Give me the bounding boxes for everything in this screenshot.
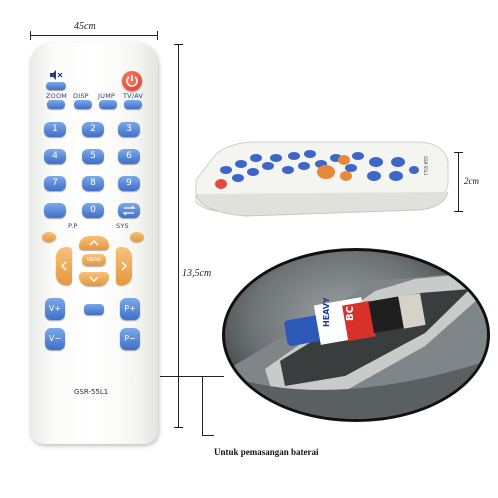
power-icon xyxy=(126,75,138,87)
jump-label: JUMP xyxy=(98,92,116,100)
program-up-button[interactable]: P+ xyxy=(120,298,140,320)
nav-up-button[interactable] xyxy=(79,236,109,250)
nav-down-button[interactable] xyxy=(79,272,109,286)
svg-text:GSR-55L1: GSR-55L1 xyxy=(423,156,428,176)
leader-line-horizontal xyxy=(160,376,224,377)
right-orange-button[interactable] xyxy=(130,232,144,242)
width-dimension-label: 45cm xyxy=(74,21,96,32)
menu-button[interactable]: MENU xyxy=(82,254,106,266)
digit-5-button[interactable]: 5 xyxy=(82,149,104,164)
jump-button[interactable] xyxy=(99,100,117,109)
vol-up-arrow-icon xyxy=(121,261,127,271)
nav-right-button[interactable] xyxy=(116,247,132,285)
zoom-label: ZOOM xyxy=(46,92,68,100)
vol-down-arrow-icon xyxy=(61,261,67,271)
left-orange-button[interactable] xyxy=(42,232,56,242)
side-dim-tick-top xyxy=(454,152,463,153)
sys-button[interactable] xyxy=(118,203,140,218)
height-dimension-label: 13,5cm xyxy=(182,268,212,279)
tvav-label: TV/AV xyxy=(123,92,144,100)
mute-button[interactable] xyxy=(46,82,66,90)
pp-label: P.P xyxy=(68,222,78,230)
mute-icon xyxy=(48,68,64,80)
digit-6-button[interactable]: 6 xyxy=(118,149,140,164)
pp-button[interactable] xyxy=(44,203,66,218)
height-dim-tick-bottom xyxy=(174,427,183,428)
disp-button[interactable] xyxy=(74,100,92,109)
swap-arrows-icon xyxy=(122,205,136,216)
remote-front-view: ZOOM DISP JUMP TV/AV 1 2 3 4 5 6 7 8 9 0… xyxy=(30,42,158,444)
menu-label: MENU xyxy=(86,257,102,263)
svg-text:HEAVY: HEAVY xyxy=(322,297,331,327)
model-label: GSR-55L1 xyxy=(74,388,109,396)
program-down-button[interactable]: P− xyxy=(120,328,140,350)
center-small-button[interactable] xyxy=(84,304,104,315)
zoom-button[interactable] xyxy=(47,100,65,109)
digit-1-button[interactable]: 1 xyxy=(44,122,66,137)
digit-8-button[interactable]: 8 xyxy=(82,176,104,191)
power-button[interactable] xyxy=(122,71,142,91)
side-dimension-line xyxy=(458,152,459,212)
chevron-up-icon xyxy=(89,240,99,246)
digit-4-button[interactable]: 4 xyxy=(44,149,66,164)
digit-0-button[interactable]: 0 xyxy=(82,203,104,218)
caption-leader-vertical xyxy=(202,376,203,436)
remote-side-view: GSR-55L1 xyxy=(186,132,450,222)
digit-2-button[interactable]: 2 xyxy=(82,122,104,137)
volume-down-button[interactable]: V− xyxy=(45,328,65,350)
battery-caption: Untuk pemasangan baterai xyxy=(214,447,319,457)
digit-7-button[interactable]: 7 xyxy=(44,176,66,191)
side-dimension-label: 2cm xyxy=(464,176,479,186)
nav-left-button[interactable] xyxy=(56,247,72,285)
disp-label: DISP xyxy=(73,92,89,100)
tvav-button[interactable] xyxy=(124,100,142,109)
digit-9-button[interactable]: 9 xyxy=(118,176,140,191)
width-dim-tick-right xyxy=(157,31,158,40)
battery-compartment-inset: HEAVY BC xyxy=(222,248,490,422)
chevron-down-icon xyxy=(89,276,99,282)
volume-up-button[interactable]: V+ xyxy=(45,298,65,320)
digit-3-button[interactable]: 3 xyxy=(118,122,140,137)
height-dim-tick-top xyxy=(174,44,183,45)
width-dim-tick-left xyxy=(30,31,31,40)
sys-label: SYS xyxy=(116,222,129,230)
caption-leader-horizontal xyxy=(202,435,214,436)
side-dim-tick-bottom xyxy=(454,211,463,212)
width-dimension-line xyxy=(30,35,158,36)
height-dimension-line xyxy=(178,44,179,428)
svg-text:BC: BC xyxy=(345,306,356,321)
